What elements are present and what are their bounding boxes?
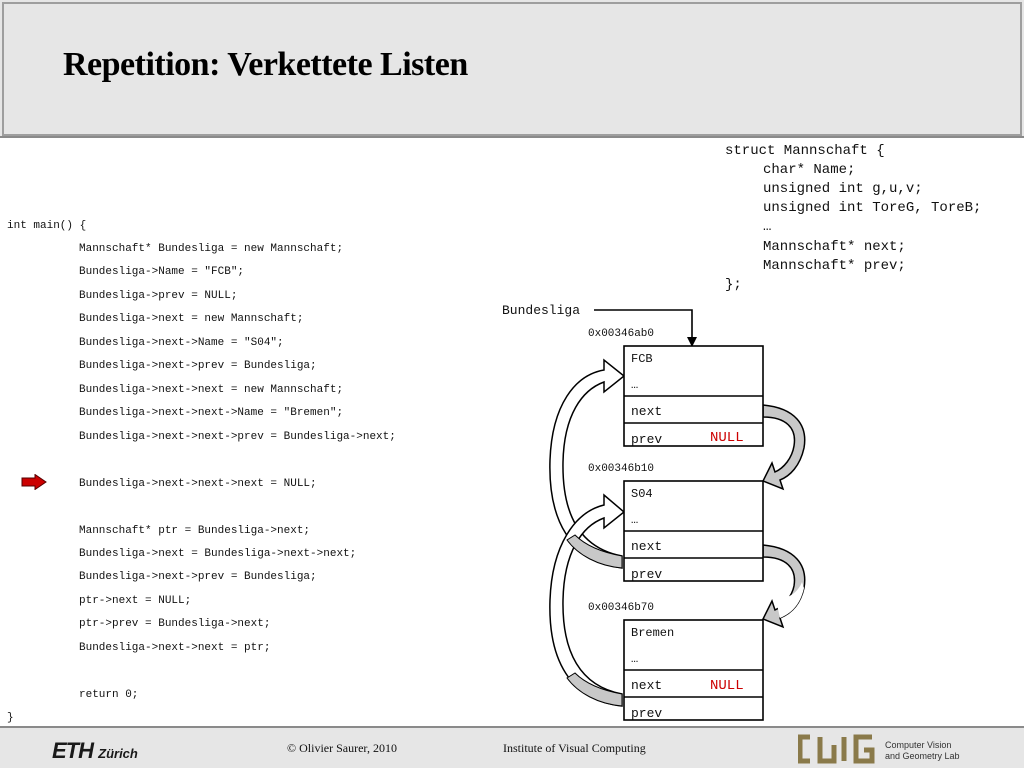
code-line-current: Bundesliga->next->next->next = NULL; [79,478,317,490]
head-pointer-arrowhead [687,337,697,347]
header-frame [2,2,1022,136]
prev-arrow-shade [566,534,623,569]
list-node-bremen: 0x00346b70 Bremen … next NULL prev [588,602,764,721]
node-name: Bremen [631,626,674,640]
institute-text: Institute of Visual Computing [503,741,646,755]
struct-line: … [763,219,772,235]
node-next-field: next [631,404,662,419]
struct-line: struct Mannschaft { [725,143,885,159]
code-line: Bundesliga->next = new Mannschaft; [79,313,304,325]
struct-line: Mannschaft* prev; [763,258,906,274]
slide-footer [0,726,1024,768]
code-line: Bundesliga->next->Name = "S04"; [79,337,284,349]
code-line: Bundesliga->prev = NULL; [79,290,238,302]
next-arrow-highlight [776,582,804,618]
lab-name-line2: and Geometry Lab [885,751,960,761]
slide-title: Repetition: Verkettete Listen [63,46,468,83]
copyright-text: © Olivier Saurer, 2010 [287,741,397,755]
node-ellipsis: … [631,513,638,527]
slide-header [0,0,1024,138]
node-address: 0x00346b10 [588,463,654,475]
struct-line: Mannschaft* next; [763,239,906,255]
eth-logo: ETH Zürich [52,738,138,764]
node-prev-field: prev [631,706,662,721]
struct-line: unsigned int g,u,v; [763,181,923,197]
node-prev-field: prev [631,567,662,582]
node-name: S04 [631,487,653,501]
code-line: ptr->next = NULL; [79,595,192,607]
next-arrow-fcb-to-s04 [761,404,806,491]
eth-logo-sub: Zürich [98,746,138,761]
code-line: Mannschaft* Bundesliga = new Mannschaft; [79,243,344,255]
code-line: } [7,712,14,724]
node-address: 0x00346ab0 [588,328,654,340]
prev-arrow-bremen-to-s04 [549,493,626,707]
red-arrow-icon [21,474,47,490]
lab-name-line1: Computer Vision [885,740,952,750]
list-node-fcb: 0x00346ab0 FCB … next prev NULL [588,328,764,447]
code-line: Bundesliga->next->next = ptr; [79,642,271,654]
code-line: Mannschaft* ptr = Bundesliga->next; [79,525,311,537]
cvg-logo-icon [798,734,875,764]
node-name: FCB [631,352,653,366]
node-ellipsis: … [631,378,638,392]
node-prev-null: NULL [710,430,744,446]
struct-line: char* Name; [763,162,856,178]
struct-line: unsigned int ToreG, ToreB; [763,200,982,216]
node-prev-field: prev [631,432,662,447]
code-line: int main() { [7,220,87,232]
code-line: Bundesliga->next->next->Name = "Bremen"; [79,407,344,419]
code-line: Bundesliga->next->next->prev = Bundeslig… [79,431,396,443]
code-line: Bundesliga->next->prev = Bundesliga; [79,571,317,583]
head-pointer-arrow [594,309,693,342]
node-address: 0x00346b70 [588,602,654,614]
node-next-null: NULL [710,678,744,694]
code-line: return 0; [79,689,139,701]
prev-arrow-s04-to-fcb [549,358,626,569]
list-node-s04: 0x00346b10 S04 … next prev [588,463,764,582]
node-ellipsis: … [631,652,638,666]
lab-name: Computer Vision and Geometry Lab [885,740,960,762]
eth-logo-text: ETH [52,738,94,763]
head-pointer-label: Bundesliga [502,303,580,318]
struct-line: }; [725,277,742,293]
prev-arrow-shade [566,672,623,707]
code-line: Bundesliga->next->prev = Bundesliga; [79,360,317,372]
code-line: Bundesliga->next = Bundesliga->next->nex… [79,548,357,560]
node-next-field: next [631,539,662,554]
code-line: ptr->prev = Bundesliga->next; [79,618,271,630]
node-next-field: next [631,678,662,693]
code-line: Bundesliga->next->next = new Mannschaft; [79,384,344,396]
code-line: Bundesliga->Name = "FCB"; [79,266,245,278]
